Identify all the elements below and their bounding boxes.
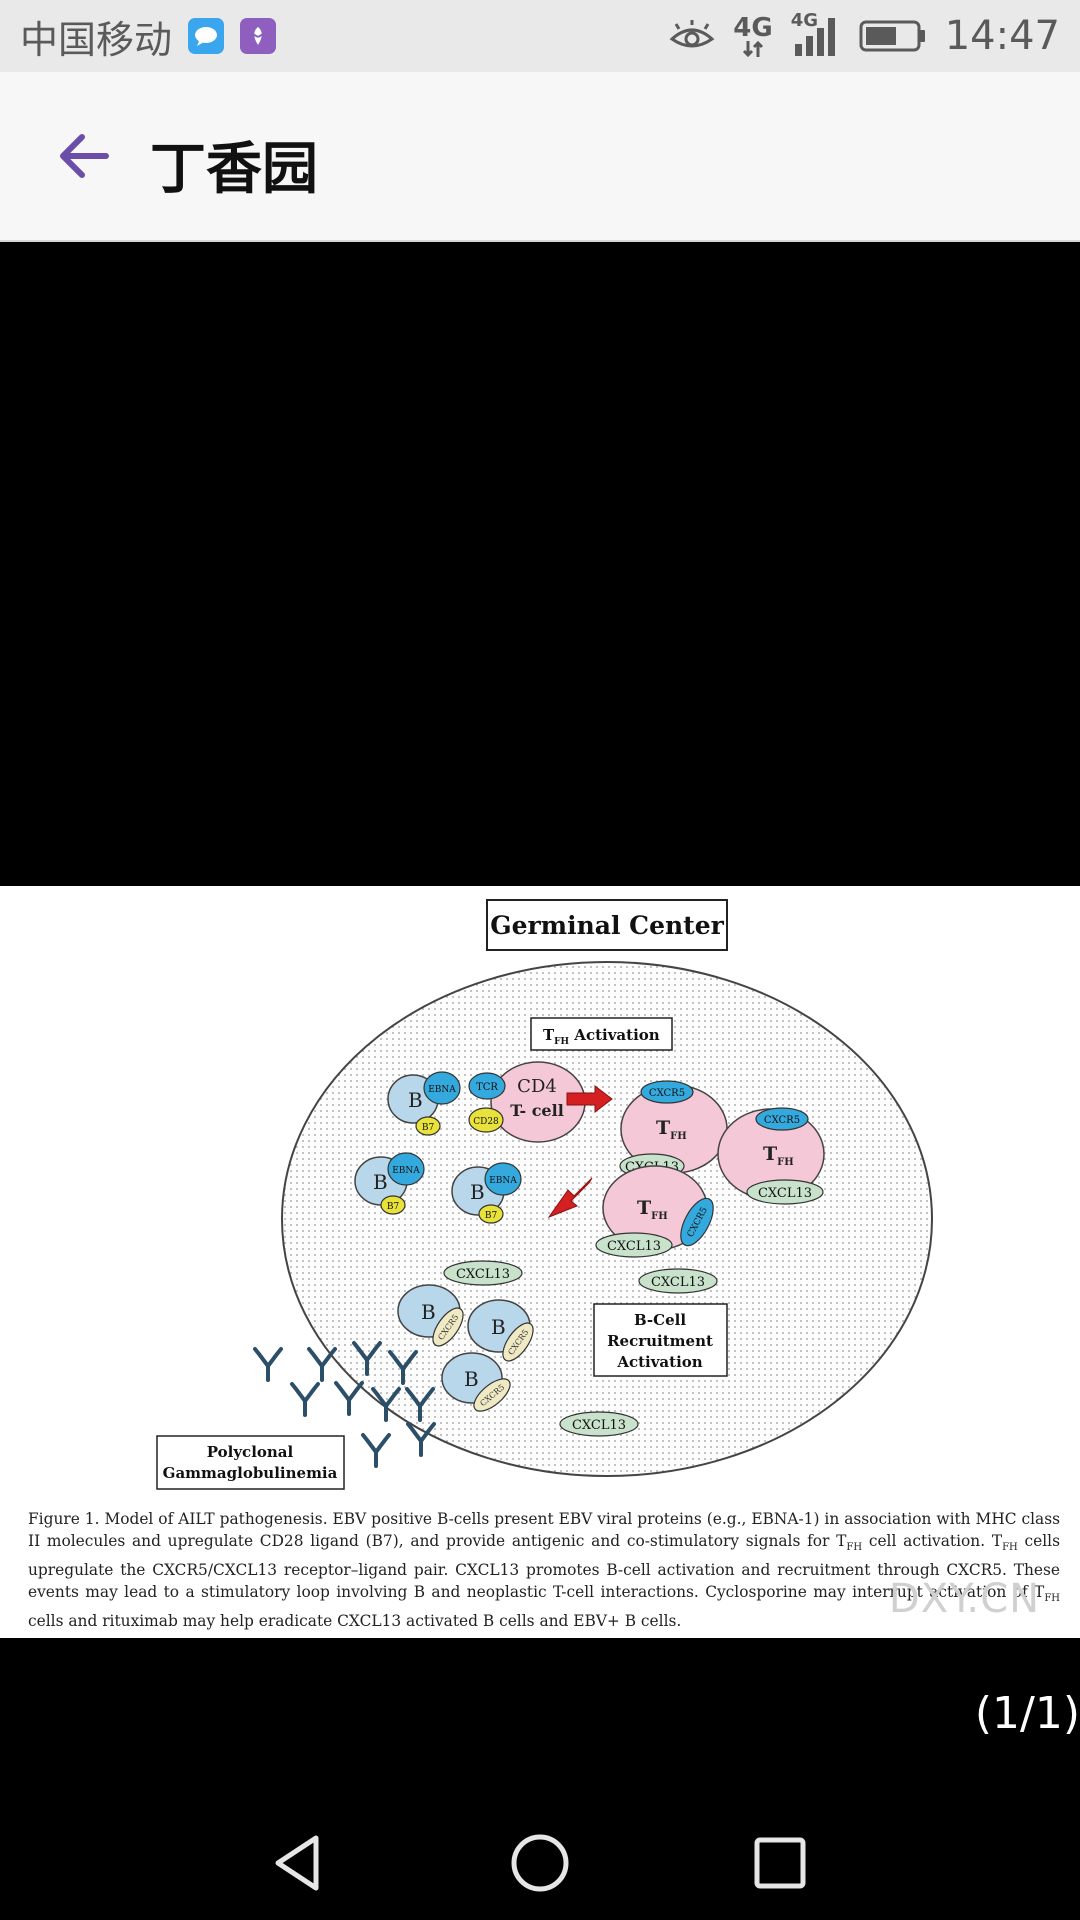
cxcl13-free-3: CXCL13 [559,1411,639,1437]
watermark: DXY.CN [888,1576,1040,1622]
svg-text:EBNA: EBNA [392,1166,420,1176]
tfh-cell-2: TFH CXCR5 CXCL13 [717,1107,825,1205]
svg-text:EBNA: EBNA [428,1085,456,1095]
polyclonal-box: Polyclonal Gammaglobulinemia [156,1435,345,1490]
svg-text:CD28: CD28 [473,1117,499,1127]
square-recents-icon[interactable] [745,1828,815,1898]
heading-box [486,899,728,951]
svg-text:TFH: TFH [637,1197,668,1222]
image-viewer[interactable]: Germinal Center TFH Activation B EBNA B7… [0,242,1080,1802]
svg-text:EBNA: EBNA [489,1176,517,1186]
svg-text:Activation: Activation [616,1353,702,1371]
cxcl13-free-1: CXCL13 [443,1260,523,1286]
svg-text:CXCR5: CXCR5 [764,1115,800,1126]
svg-text:TFH: TFH [656,1117,687,1142]
svg-text:CXCL13: CXCL13 [456,1267,510,1282]
b-cell-ebna-2: B EBNA B7 [354,1152,425,1215]
b-cell-ebna-3: B EBNA B7 [451,1162,522,1224]
tfh-cell-3: TFH CXCR5 CXCL13 [595,1165,714,1258]
svg-text:Recruitment: Recruitment [607,1332,713,1350]
svg-text:B7: B7 [387,1202,400,1212]
tfh-activation-box [530,1017,673,1051]
cxcl13-free-2: CXCL13 [638,1268,718,1294]
svg-text:B: B [373,1170,388,1194]
svg-text:CXCL13: CXCL13 [651,1275,705,1290]
recruitment-arrow [547,1177,593,1219]
svg-text:TFH: TFH [763,1143,794,1168]
b-cell-ebna-1: B EBNA B7 [387,1071,461,1136]
signal-icon: 4G [791,10,841,58]
svg-text:CD4: CD4 [517,1076,557,1097]
carrier-name: 中国移动 [20,17,173,62]
heading-text: Germinal Center [490,911,724,940]
svg-text:B: B [408,1088,423,1112]
svg-text:CXCL13: CXCL13 [572,1418,626,1433]
b-cell-cxcr5-2: B CXCR5 [467,1299,534,1362]
activation-arrow [566,1084,613,1114]
germinal-center-diagram: Germinal Center TFH Activation B EBNA B7… [156,899,933,1490]
circle-home-icon[interactable] [505,1828,575,1898]
page-counter: (1/1) [974,1688,1080,1739]
network-indicator-1: 4G [733,15,773,57]
eye-protection-icon [669,20,715,48]
svg-text:B7: B7 [422,1123,435,1133]
tfh-activation-label: TFH Activation [543,1026,660,1047]
bcell-recruitment-box: B-Cell Recruitment Activation [593,1303,728,1377]
svg-text:CXCL13: CXCL13 [758,1186,812,1201]
svg-text:TCR: TCR [476,1082,498,1093]
arrow-left-icon[interactable] [52,124,116,188]
battery-icon [859,20,925,52]
svg-text:T- cell: T- cell [510,1101,564,1120]
svg-text:B7: B7 [485,1211,498,1221]
b-cell-cxcr5-1: B CXCR5 [397,1284,464,1347]
svg-text:B: B [470,1180,485,1204]
app-bar: 丁香园 [0,72,1080,242]
svg-text:B-Cell: B-Cell [634,1311,686,1329]
svg-text:B: B [464,1367,479,1391]
svg-text:CXCL13: CXCL13 [607,1239,661,1254]
triangle-back-icon[interactable] [264,1828,334,1898]
dxy-app-icon [240,18,277,54]
figure-caption: Figure 1. Model of AILT pathogenesis. EB… [28,1510,1060,1631]
svg-text:Polyclonal: Polyclonal [207,1443,294,1461]
svg-text:CXCR5: CXCR5 [649,1088,685,1099]
svg-text:Gammaglobulinemia: Gammaglobulinemia [163,1464,338,1482]
clock: 14:47 [944,13,1060,59]
b-cell-cxcr5-3: B CXCR5 [441,1352,511,1412]
svg-text:B: B [491,1315,506,1339]
antibodies [253,1341,436,1468]
data-transfer-icon [742,41,764,57]
status-bar: 中国移动 4G 4G 14:47 [0,0,1080,72]
figure-image[interactable]: Germinal Center TFH Activation B EBNA B7… [0,886,1080,1638]
message-app-icon [188,18,225,54]
svg-text:B: B [421,1300,436,1324]
cd4-t-cell: CD4 T- cell TCR CD28 [468,1061,586,1143]
navigation-bar [0,1802,1080,1920]
page-title: 丁香园 [150,137,318,202]
